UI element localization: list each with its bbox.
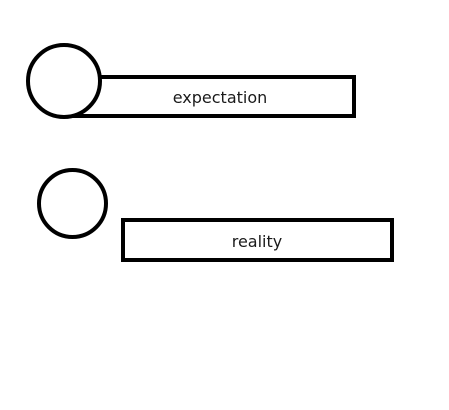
expectation-bar [63, 75, 356, 118]
expectation-label: expectation [172, 88, 268, 107]
expectation-circle [26, 43, 102, 119]
reality-circle [37, 168, 108, 239]
reality-label: reality [231, 232, 283, 251]
reality-bar [121, 218, 394, 262]
